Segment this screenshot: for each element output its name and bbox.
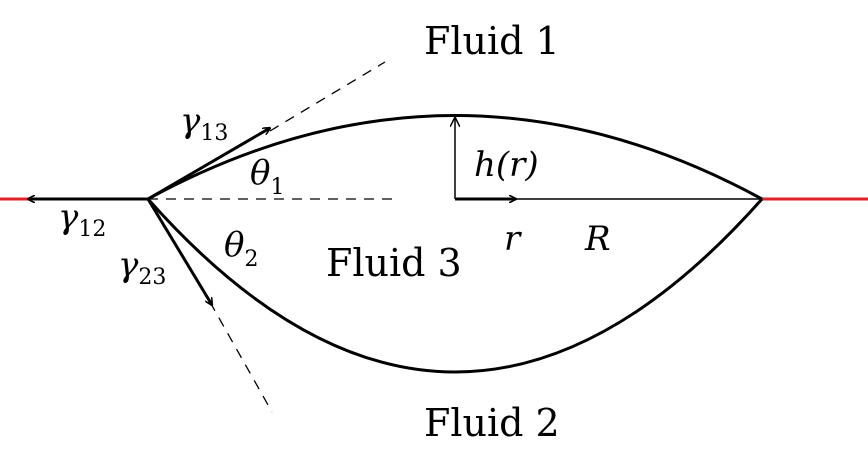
theta1-label: θ1 [250, 153, 284, 200]
gamma13-symbol: γ [180, 101, 201, 141]
upper-lens-arc [147, 114, 763, 201]
gamma13-label: γ13 [180, 101, 228, 146]
gamma23-subscript: 23 [138, 265, 166, 290]
gamma13-subscript: 13 [200, 121, 228, 146]
fluid1-label: Fluid 1 [424, 19, 560, 63]
height-label: h(r) [474, 145, 539, 185]
theta2-label: θ2 [224, 225, 258, 272]
gamma23-symbol: γ [118, 245, 139, 285]
gamma23-arrow [146, 198, 212, 305]
radius-label: R [584, 219, 611, 259]
fluid2-label: Fluid 2 [424, 401, 560, 445]
gamma12-label: γ12 [58, 197, 106, 242]
gamma13-arrow [147, 128, 270, 201]
fluid3-label: Fluid 3 [326, 241, 462, 285]
theta2-symbol: θ [224, 225, 244, 265]
gamma23-label: γ23 [118, 245, 166, 290]
r-label: r [504, 219, 522, 259]
dashed-tangent-upper [269, 61, 386, 132]
dashed-tangent-lower [209, 301, 273, 413]
theta1-symbol: θ [250, 153, 270, 193]
theta1-subscript: 1 [270, 175, 284, 200]
lower-lens-arc [146, 198, 764, 374]
theta2-subscript: 2 [244, 247, 258, 272]
gamma12-subscript: 12 [78, 217, 106, 242]
gamma12-symbol: γ [58, 197, 79, 237]
